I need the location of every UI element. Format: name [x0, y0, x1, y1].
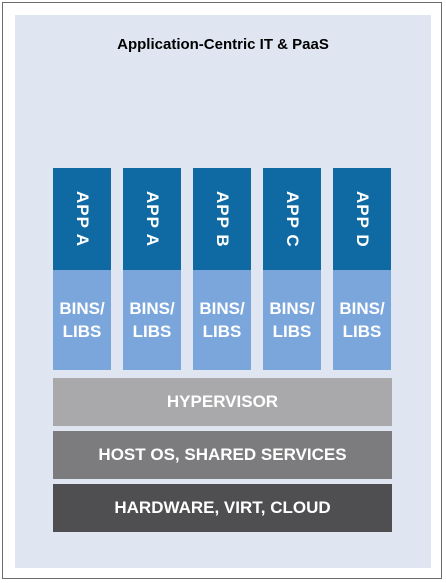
diagram-title: Application-Centric IT & PaaS — [117, 36, 329, 53]
app-box: APP A — [53, 168, 111, 270]
bins-libs-box: BINS/ LIBS — [53, 270, 111, 370]
bins-libs-box: BINS/ LIBS — [263, 270, 321, 370]
hypervisor-label: HYPERVISOR — [166, 392, 279, 411]
libs-line: LIBS — [62, 322, 102, 341]
bins-libs-box: BINS/ LIBS — [123, 270, 181, 370]
bins-line: BINS/ — [129, 299, 175, 318]
libs-line: LIBS — [202, 322, 242, 341]
app-label: APP B — [213, 190, 232, 248]
libs-line: LIBS — [342, 322, 382, 341]
app-box: APP C — [263, 168, 321, 270]
app-label: APP A — [143, 190, 162, 248]
libs-line: LIBS — [272, 322, 312, 341]
hardware-label: HARDWARE, VIRT, CLOUD — [114, 498, 331, 517]
app-stack-5: APP D BINS/ LIBS — [333, 168, 391, 370]
app-box: APP D — [333, 168, 391, 270]
host-os-layer: HOST OS, SHARED SERVICES — [53, 431, 392, 479]
app-stack-1: APP A BINS/ LIBS — [53, 168, 111, 370]
bins-line: BINS/ — [339, 299, 385, 318]
bins-libs-label: BINS/ LIBS — [339, 297, 384, 343]
app-label: APP A — [73, 190, 92, 248]
bins-line: BINS/ — [59, 299, 105, 318]
app-label: APP C — [283, 190, 302, 248]
bins-libs-label: BINS/ LIBS — [199, 297, 244, 343]
app-label: APP D — [353, 190, 372, 248]
app-stack-4: APP C BINS/ LIBS — [263, 168, 321, 370]
app-stack-3: APP B BINS/ LIBS — [193, 168, 251, 370]
app-stack-2: APP A BINS/ LIBS — [123, 168, 181, 370]
bins-libs-box: BINS/ LIBS — [193, 270, 251, 370]
bins-line: BINS/ — [269, 299, 315, 318]
hypervisor-layer: HYPERVISOR — [53, 378, 392, 426]
bins-libs-label: BINS/ LIBS — [129, 297, 174, 343]
bins-libs-box: BINS/ LIBS — [333, 270, 391, 370]
host-os-label: HOST OS, SHARED SERVICES — [98, 445, 347, 464]
app-box: APP A — [123, 168, 181, 270]
libs-line: LIBS — [132, 322, 172, 341]
bins-line: BINS/ — [199, 299, 245, 318]
hardware-layer: HARDWARE, VIRT, CLOUD — [53, 484, 392, 532]
bins-libs-label: BINS/ LIBS — [269, 297, 314, 343]
app-box: APP B — [193, 168, 251, 270]
bins-libs-label: BINS/ LIBS — [59, 297, 104, 343]
